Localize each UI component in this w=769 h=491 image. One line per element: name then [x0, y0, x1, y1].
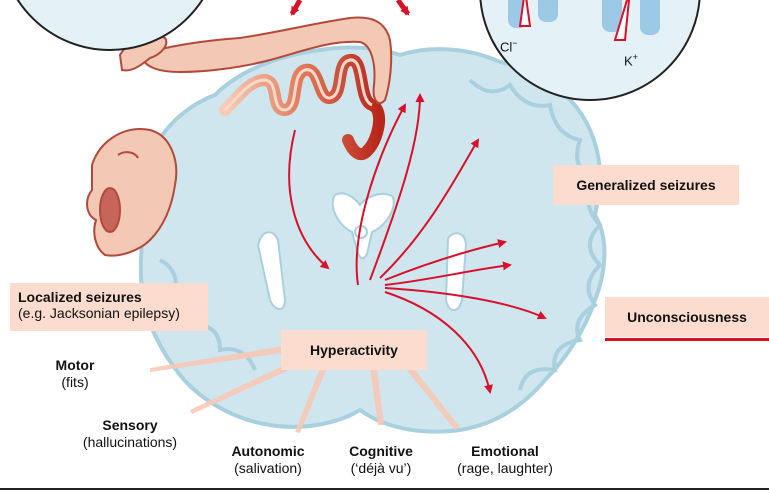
chloride-ion-label: Cl− — [500, 38, 518, 54]
potassium-ion-label: K+ — [624, 52, 638, 68]
bottom-rule — [0, 488, 769, 490]
unconsciousness-label: Unconsciousness — [605, 297, 769, 337]
localized-seizures-label: Localized seizures (e.g. Jacksonian epil… — [10, 283, 208, 331]
cognitive-label: Cognitive (‘déjà vu’) — [336, 443, 426, 477]
autonomic-label: Autonomic (salivation) — [218, 443, 318, 477]
sensory-label: Sensory (hallucinations) — [70, 417, 190, 451]
unconsciousness-underline — [605, 338, 769, 341]
localized-seizures-subtitle: (e.g. Jacksonian epilepsy) — [18, 305, 208, 321]
hyperactivity-label: Hyperactivity — [281, 330, 427, 370]
emotional-label: Emotional (rage, laughter) — [440, 443, 570, 477]
motor-label: Motor (fits) — [40, 357, 110, 391]
generalized-seizures-label: Generalized seizures — [553, 165, 739, 205]
localized-seizures-title: Localized seizures — [18, 289, 208, 305]
